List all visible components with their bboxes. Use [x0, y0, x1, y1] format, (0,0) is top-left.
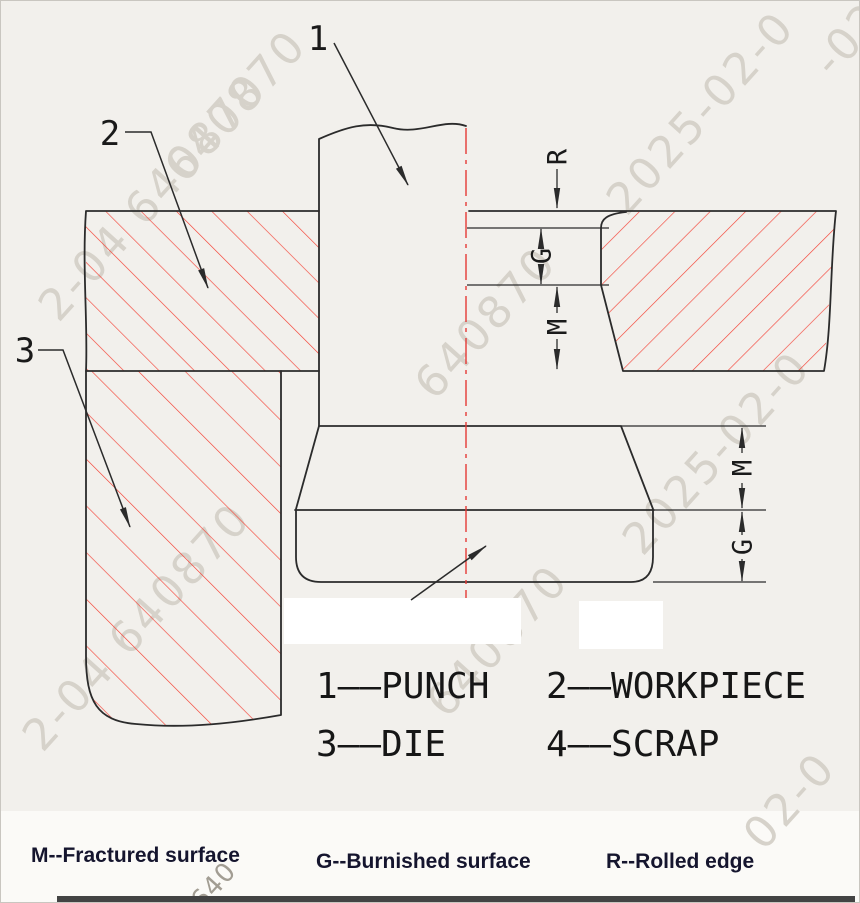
punch-outline	[318, 122, 467, 427]
workpiece-left-hatch	[86, 211, 319, 371]
workpiece-right-hatch	[601, 211, 836, 371]
dim-label-scrap-m: M	[728, 460, 759, 476]
scrap-extension-lines	[621, 425, 766, 583]
dims-and-leaders	[38, 42, 766, 601]
scrap-outline	[294, 425, 655, 583]
redaction-box	[284, 598, 521, 644]
leader-punch	[333, 42, 409, 186]
definition-rolled-edge: R--Rolled edge	[606, 850, 755, 873]
legend-punch: 1——PUNCH	[316, 666, 490, 707]
part-outlines	[83, 122, 837, 727]
section-hatch-fills	[86, 211, 836, 726]
legend-die: 3——DIE	[316, 724, 447, 765]
die-hatch	[86, 371, 281, 726]
legend-scrap: 4——SCRAP	[546, 724, 720, 765]
leader-workpiece	[125, 131, 209, 289]
leader-die	[38, 349, 131, 528]
dim-label-g: G	[527, 248, 558, 264]
leader-scrap	[410, 545, 487, 601]
caption-strip	[1, 811, 859, 902]
part-number-die: 3	[15, 331, 35, 371]
bottom-dark-bar	[57, 896, 855, 902]
redaction-boxes	[284, 598, 663, 649]
dim-label-m: M	[543, 319, 574, 335]
definition-burnished-surface: G--Burnished surface	[316, 850, 531, 873]
legend-workpiece: 2——WORKPIECE	[546, 666, 807, 707]
dim-label-r: R	[543, 148, 574, 165]
part-number-punch: 1	[308, 19, 328, 59]
definition-fractured-surface: M--Fractured surface	[31, 844, 240, 867]
die-outline	[85, 370, 282, 727]
dim-label-scrap-g: G	[728, 539, 759, 555]
part-number-workpiece: 2	[100, 114, 120, 154]
redaction-box	[579, 601, 663, 649]
diagram-texts: 1 2 3 R G M M G	[15, 19, 759, 555]
